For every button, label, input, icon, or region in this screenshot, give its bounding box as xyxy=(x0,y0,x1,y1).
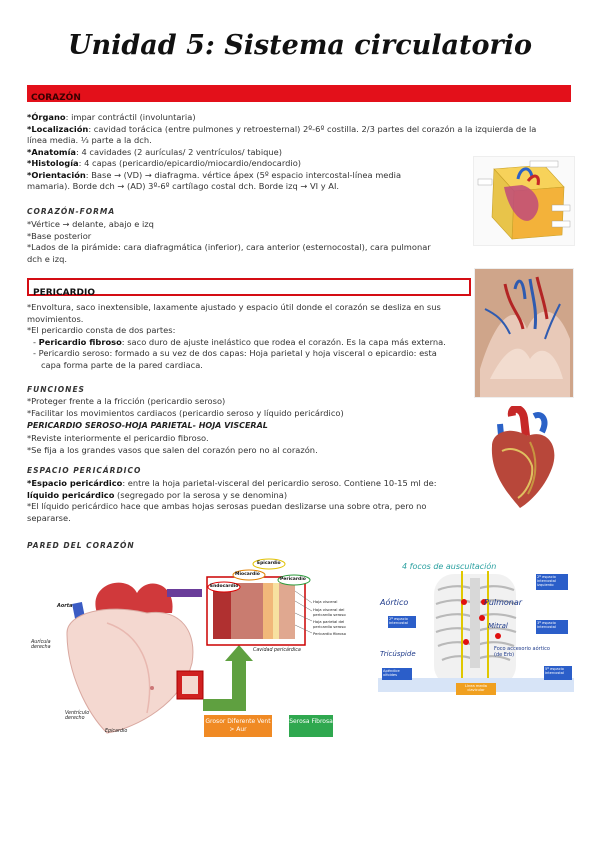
text-line: mamaria). Borde dch → (AD) 3º-6º cartíla… xyxy=(27,181,340,191)
info-box: Línea media clavicular xyxy=(456,683,496,695)
text-line: *Reviste interiormente el pericardio fib… xyxy=(27,433,209,443)
text-line: *Facilitar los movimientos cardiacos (pe… xyxy=(27,407,344,418)
text-line: *Base posterior xyxy=(27,230,92,241)
text-line: *Espacio pericárdico: entre la hoja pari… xyxy=(27,478,437,488)
label-cavidad: Cavidad pericárdica xyxy=(253,648,301,653)
text-line: línea media. ⅓ parte a la dch. xyxy=(27,135,152,145)
section-header-corazon: CORAZÓN xyxy=(27,85,571,103)
label-endocardio: Endocardio xyxy=(210,584,239,589)
label-auricula: Aurícula derecha xyxy=(31,640,51,650)
text-line: *Localización: cavidad torácica (entre p… xyxy=(27,123,537,134)
label-epicardio: Epicardio xyxy=(257,561,281,566)
funciones-text: *Proteger frente a la fricción (pericard… xyxy=(27,396,477,419)
bullet-line: capa forma parte de la pared cardiaca. xyxy=(41,359,203,370)
subheading-espacio: ESPACIO PERICÁRDICO xyxy=(27,466,142,475)
text-line: *Se fija a los grandes vasos que salen d… xyxy=(27,444,318,455)
espacio-text: *Espacio pericárdico: entre la hoja pari… xyxy=(27,478,472,524)
label-aorta: Aorta xyxy=(57,603,73,609)
text-line: líquido pericárdico (segregado por la se… xyxy=(27,489,288,500)
label-pericardio: Pericardio xyxy=(280,577,306,582)
text-line: *Vértice → delante, abajo e izq xyxy=(27,219,154,229)
text-line: *Orientación: Base → (VD) → diafragma. v… xyxy=(27,169,402,180)
label-ventriculo: Ventrículo derecho xyxy=(65,711,90,721)
info-box: 2º espacio intercostal izquierdo xyxy=(536,574,568,590)
info-box: 2º espacio intercostal xyxy=(388,616,416,628)
forma-text: *Vértice → delante, abajo e izq *Base po… xyxy=(27,219,477,265)
info-box: Apéndice xifoides xyxy=(382,668,412,680)
section-heading: PERICARDIO xyxy=(33,288,95,298)
label-mitral: Mitral xyxy=(488,622,508,630)
text-line: *Proteger frente a la fricción (pericard… xyxy=(27,396,226,406)
heart-wall-figure: Aorta Aurícula derecha Ventrículo derech… xyxy=(27,553,352,741)
label-side-4: Pericardio fibroso xyxy=(313,631,346,636)
label-miocardio: Miocardio xyxy=(235,572,260,577)
page-title: Unidad 5: Sistema circulatorio xyxy=(67,30,533,61)
text-line: *Lados de la pirámide: cara diafragmátic… xyxy=(27,242,431,252)
info-box: 5º espacio intercostal xyxy=(544,666,572,680)
hoja-text: *Reviste interiormente el pericardio fib… xyxy=(27,433,477,456)
section-heading: CORAZÓN xyxy=(31,93,81,103)
text-line: separarse. xyxy=(27,512,71,523)
pericardio-text: *Envoltura, saco inextensible, laxamente… xyxy=(27,302,477,371)
text-line: *El pericardio consta de dos partes: xyxy=(27,325,176,335)
subheading-hoja: PERICARDIO SEROSO-HOJA PARIETAL- HOJA VI… xyxy=(27,421,268,430)
auscultation-figure: 4 focos de auscultación Aórtico Pulmonar… xyxy=(378,556,574,702)
label-aortico: Aórtico xyxy=(380,598,409,607)
note-serosa-box: Serosa Fibrosa xyxy=(289,715,333,737)
subheading-forma: CORAZÓN-FORMA xyxy=(27,207,116,216)
text-line: *Anatomía: 4 cavidades (2 aurículas/ 2 v… xyxy=(27,146,282,157)
corazon-text: *Órgano: impar contráctil (involuntaria)… xyxy=(27,112,575,193)
info-box: 3º espacio intercostal xyxy=(536,620,568,634)
text-line: movimientos. xyxy=(27,313,84,324)
text-line: *El líquido pericárdico hace que ambas h… xyxy=(27,501,427,511)
heart-orientation-diagram xyxy=(473,156,575,246)
text-line: *Órgano: impar contráctil (involuntaria) xyxy=(27,112,196,122)
text-line: *Histología: 4 capas (pericardio/epicard… xyxy=(27,158,302,168)
auscultation-title: 4 focos de auscultación xyxy=(402,562,497,571)
label-epicardio-bottom: Epicardio xyxy=(105,729,128,734)
text-line: *Envoltura, saco inextensible, laxamente… xyxy=(27,302,441,312)
text-line: dch e izq. xyxy=(27,253,68,264)
section-header-pericardio: PERICARDIO xyxy=(27,278,471,298)
subheading-funciones: FUNCIONES xyxy=(27,385,85,394)
pericardium-photo xyxy=(474,268,574,398)
label-accesorio: Foco accesorio aórtico (de Erb) xyxy=(494,646,550,658)
heart-illustration xyxy=(482,404,562,510)
label-tricuspide: Tricúspide xyxy=(380,650,416,658)
bullet-line: - Pericardio seroso: formado a su vez de… xyxy=(33,348,437,358)
label-pulmonar: Pulmonar xyxy=(484,598,523,607)
label-side-3: Hoja parietal del pericardio seroso xyxy=(313,619,346,629)
label-side-1: Hoja visceral xyxy=(313,599,338,604)
subheading-pared: PARED DEL CORAZÓN xyxy=(27,541,135,550)
bullet-line: - Pericardio fibroso: saco duro de ajust… xyxy=(33,336,446,347)
note-grosor-box: Grosor Diferente Vent > Aur xyxy=(204,715,272,737)
label-side-2: Hoja visceral del pericardio seroso xyxy=(313,607,346,617)
